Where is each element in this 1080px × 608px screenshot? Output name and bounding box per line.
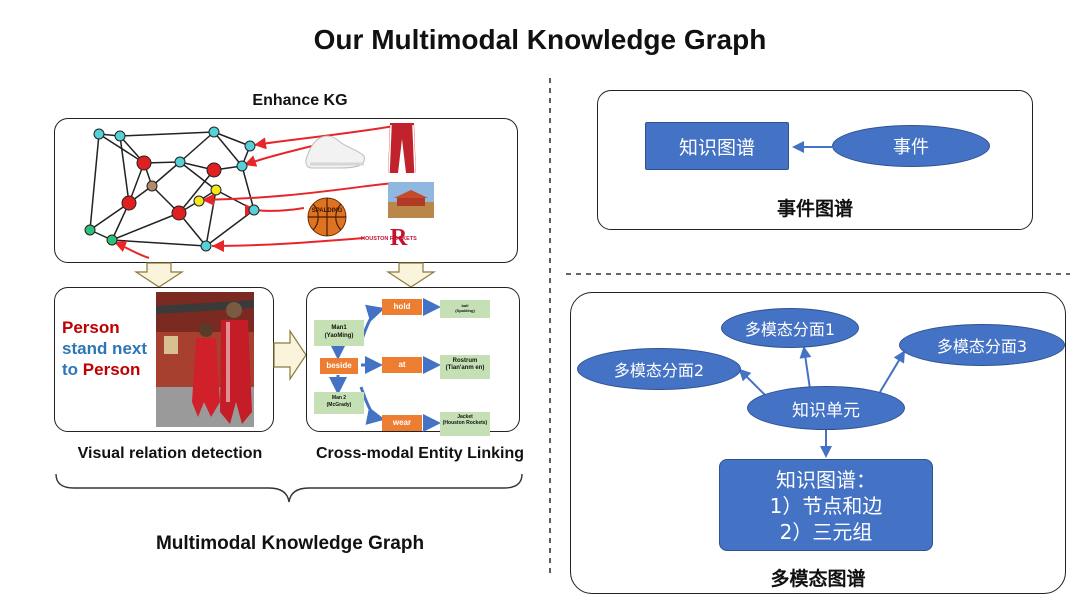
facet-1-ellipse: 多模态分面1 [721,308,859,348]
down-arrow-right [386,262,436,288]
caption-relation: stand next [62,339,148,358]
rockets-logo: HOUSTON ROCKETS R [361,226,433,252]
multimodal-graph-arrows [738,346,906,458]
node-ball-sub: (Spalding) [455,308,475,313]
cross-modal-label: Cross-modal Entity Linking [315,445,524,462]
node-rostrum-sub: (Tian'anm en) [445,365,485,371]
node-man2: Man 2 (McGrady) [314,392,364,414]
forbidden-city-image [388,182,434,218]
visual-relation-label: Visual relation detection [77,445,263,462]
multimodal-kg-label: Multimodal Knowledge Graph [155,533,425,554]
basketball-image: SPALDING [307,197,347,237]
relation-at: at [382,357,422,373]
node-man1-sub: (YaoMing) [324,333,354,339]
multimodal-kg-box: 知识图谱： 1）节点和边 2）三元组 [719,459,933,551]
event-arrow [792,141,832,153]
node-rostrum: Rostrum (Tian'anm en) [440,355,490,379]
caption-to: to [62,360,79,379]
vertical-divider [549,78,551,578]
enhance-kg-label: Enhance KG [252,92,348,109]
tracksuit-pants-image [388,123,416,174]
facet-2-ellipse: 多模态分面2 [577,348,741,390]
node-man2-sub: (McGrady) [326,402,352,408]
horizontal-divider [566,273,1070,275]
kg-box-line-2: 1）节点和边 [769,494,883,518]
knowledge-graph-network [84,125,395,259]
caption-person-2: Person [82,360,141,379]
knowledge-unit-ellipse: 知识单元 [747,386,905,430]
node-man2-text: Man 2 [331,395,347,401]
down-arrow-left [134,262,184,288]
node-jacket-sub: (Houston Rockets) [442,420,488,426]
node-ball-text: ball [461,303,469,308]
relation-hold: hold [382,299,422,315]
node-jacket: Jacket (Houston Rockets) [440,412,490,436]
event-ellipse: 事件 [832,125,990,167]
multimodal-graph-caption: 多模态图谱 [770,568,866,590]
event-kg-box: 知识图谱 [645,122,789,170]
node-ball: ball (Spalding) [440,300,490,318]
basketball-brand-text: SPALDING [312,208,343,214]
event-graph-caption: 事件图谱 [776,198,853,220]
sneaker-image [305,135,365,169]
players-photo [156,292,254,427]
caption-person: Person [62,318,120,337]
enhance-kg-panel [54,118,518,263]
relation-wear: wear [382,415,422,431]
node-man1-text: Man1 [331,325,347,331]
node-jacket-text: Jacket [457,414,473,420]
page-title: Our Multimodal Knowledge Graph [313,24,767,55]
node-man1: Man1 (YaoMing) [314,320,364,346]
relation-beside: beside [320,358,358,374]
kg-box-line-1: 知识图谱： [776,468,876,492]
node-rostrum-text: Rostrum [452,358,478,364]
kg-box-line-3: 2）三元组 [779,520,873,544]
rockets-logo-text: HOUSTON ROCKETS [361,236,417,242]
bracket [55,473,523,503]
facet-3-ellipse: 多模态分面3 [899,324,1065,366]
right-arrow-block [273,329,307,381]
relation-caption: Person stand next to Person [62,317,147,380]
rockets-r-mark: R [390,225,408,251]
